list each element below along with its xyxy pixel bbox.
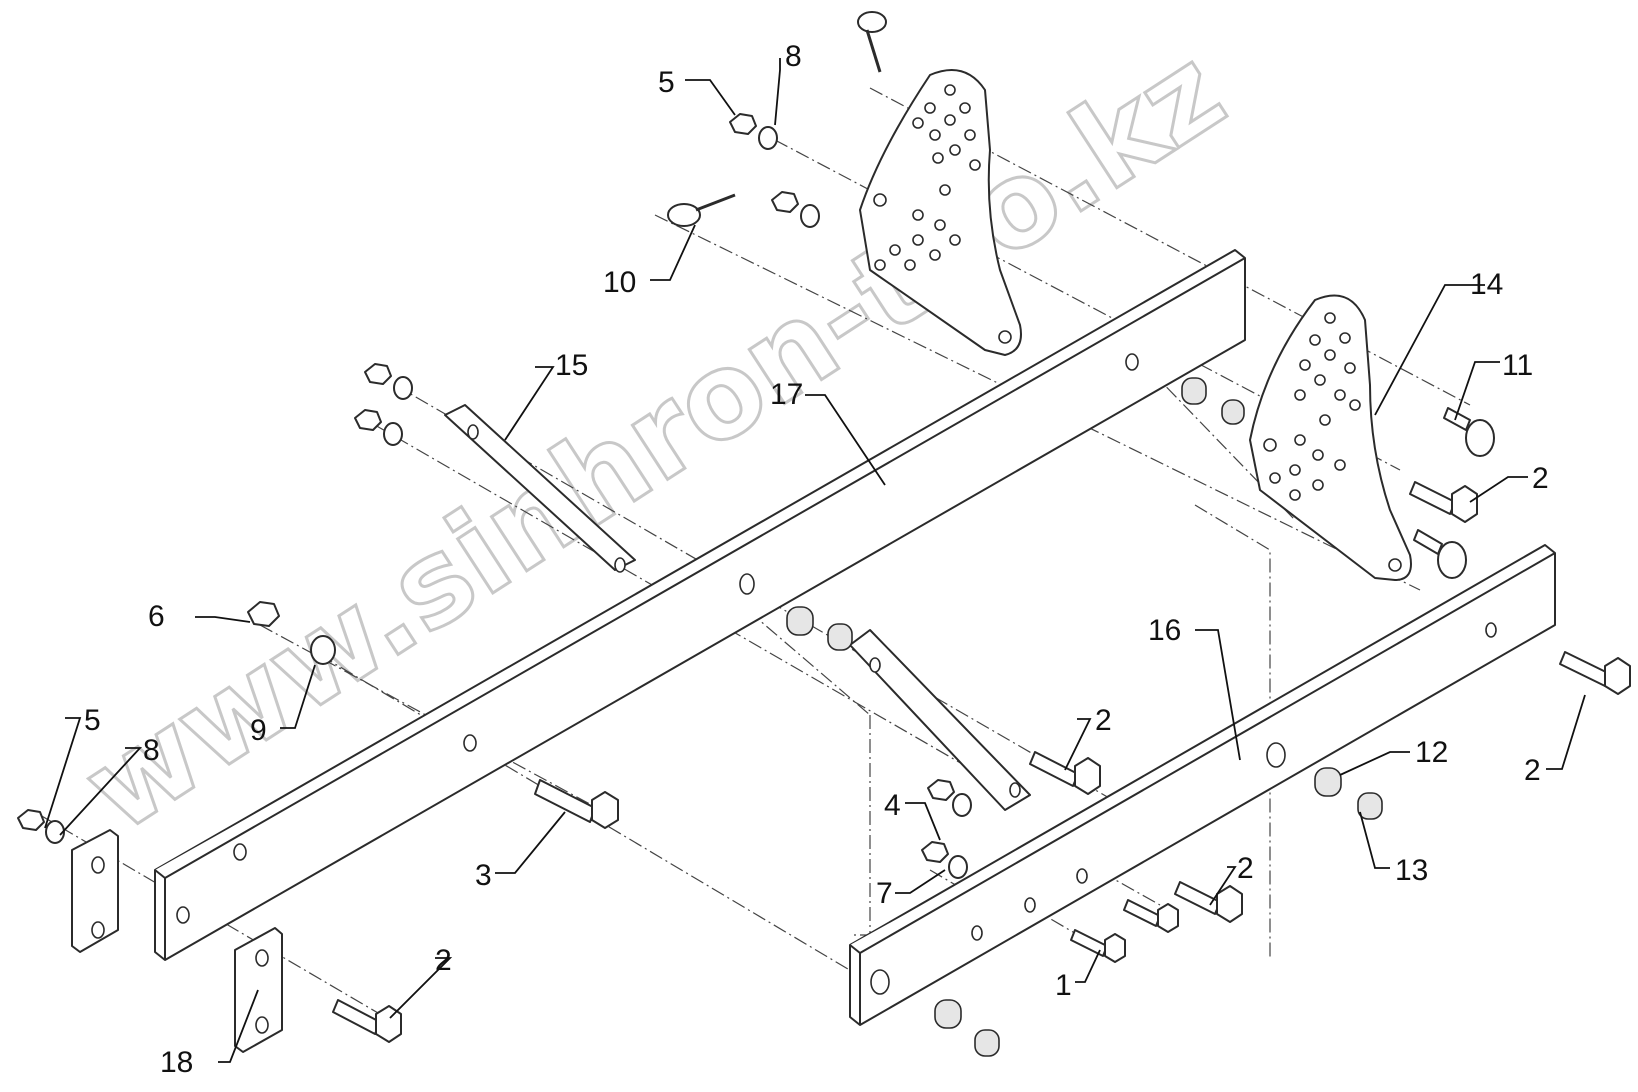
bolt-1 <box>1070 929 1126 963</box>
callout-2-lower: 2 <box>1237 852 1254 885</box>
callout-16: 16 <box>1148 614 1181 647</box>
bolt-3 <box>534 779 619 829</box>
callout-4: 4 <box>884 789 901 822</box>
callout-5-top: 5 <box>658 66 675 99</box>
beam-16 <box>849 544 1556 1026</box>
bolt-2-lower-b <box>1123 899 1179 933</box>
plate-holes-upper <box>873 84 1012 344</box>
callout-3: 3 <box>475 859 492 892</box>
callout-6: 6 <box>148 600 165 633</box>
bolt-2-mid <box>1029 751 1101 795</box>
small-plate-left <box>71 829 119 953</box>
bolt-2-bottom <box>332 999 402 1043</box>
callout-8-top: 8 <box>785 40 802 73</box>
bolt-set <box>332 481 1631 1043</box>
bushing-set <box>786 377 1383 1057</box>
callout-15: 15 <box>555 349 588 382</box>
beam-17 <box>154 249 1246 961</box>
callout-11: 11 <box>1502 349 1533 382</box>
callout-17: 17 <box>770 378 803 411</box>
callout-14: 14 <box>1470 268 1503 301</box>
callout-2-bottom: 2 <box>435 944 452 977</box>
callout-7: 7 <box>876 877 893 910</box>
callout-2-mid: 2 <box>1095 704 1112 737</box>
callout-labels: 5 8 10 14 11 15 17 2 6 16 9 5 8 2 12 2 4… <box>84 40 1549 1079</box>
callout-leaders <box>44 58 1586 1063</box>
callout-8-left: 8 <box>143 734 160 767</box>
pin-set <box>667 11 1495 579</box>
strap-15 <box>444 404 636 573</box>
bolt-2-lower-a <box>1174 881 1243 923</box>
plate-holes-14 <box>1263 312 1402 572</box>
strap-lower <box>849 629 1031 811</box>
callout-2-upper: 2 <box>1532 462 1549 495</box>
callout-2-right: 2 <box>1524 754 1541 787</box>
bolt-2-upper <box>1409 481 1478 523</box>
bolt-2-right <box>1559 651 1631 695</box>
callout-10: 10 <box>603 266 636 299</box>
bracket-plate-14 <box>1249 294 1412 581</box>
bracket-plate-upper <box>859 69 1022 356</box>
callout-12: 12 <box>1415 736 1448 769</box>
callout-13: 13 <box>1395 854 1428 887</box>
callout-18: 18 <box>160 1046 193 1079</box>
nut-washer-set <box>17 113 972 879</box>
callout-5-left: 5 <box>84 704 101 737</box>
callout-1: 1 <box>1055 969 1072 1002</box>
callout-9: 9 <box>250 714 267 747</box>
